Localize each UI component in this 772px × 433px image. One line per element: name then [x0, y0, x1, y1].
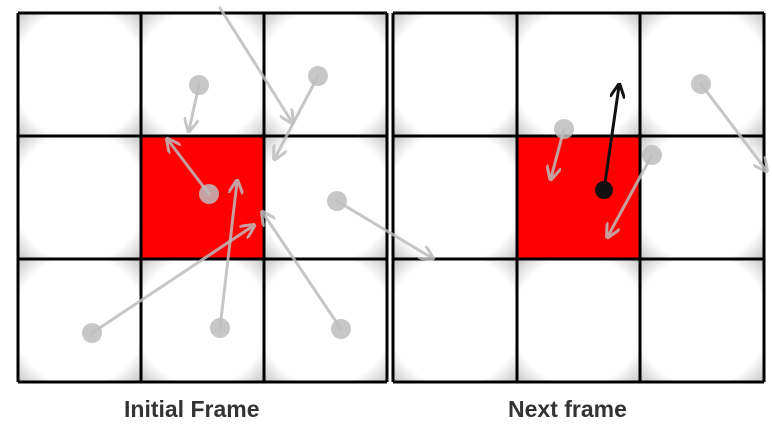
- particle-dot: [308, 66, 328, 86]
- motion-arrow: [90, 226, 253, 335]
- next-frame-particles: [551, 74, 766, 236]
- particle: [691, 74, 766, 170]
- particle-dot: [82, 323, 102, 343]
- motion-arrow: [218, 6, 292, 122]
- initial-frame-caption: Initial Frame: [124, 396, 260, 422]
- grid-cell-top-middle: [517, 13, 640, 136]
- particle-dot: [327, 191, 347, 211]
- grid-cell-middle-left: [18, 136, 141, 259]
- motion-arrow: [275, 74, 320, 158]
- tracked-particle: [595, 86, 619, 199]
- particle: [210, 182, 237, 338]
- grid-cell-bottom-right: [264, 259, 387, 382]
- next-frame-grid: [391, 11, 766, 384]
- highlighted-cell: [517, 136, 640, 259]
- grid-cell-bottom-left: [18, 259, 141, 382]
- particle-dot: [189, 75, 209, 95]
- particle: [263, 213, 351, 339]
- next-frame-caption: Next frame: [508, 396, 627, 422]
- particle-dot: [199, 184, 219, 204]
- grid-cell-top-left: [393, 13, 517, 136]
- grid-cell-bottom-middle: [517, 259, 640, 382]
- motion-arrow: [335, 199, 432, 258]
- grid-cell-bottom-left: [393, 259, 517, 382]
- grid-cell-top-left: [18, 13, 141, 136]
- particle: [275, 66, 328, 158]
- particle-dot: [210, 318, 230, 338]
- initial-frame-particles: [82, 6, 432, 343]
- particle: [608, 145, 662, 236]
- particle: [327, 191, 432, 258]
- motion-arrow: [602, 86, 619, 192]
- particle-dot: [554, 119, 574, 139]
- motion-arrow: [218, 182, 237, 330]
- grid-cell-middle-left: [393, 136, 517, 259]
- motion-arrow: [168, 140, 211, 196]
- grid-cell-bottom-right: [640, 259, 764, 382]
- particle: [551, 119, 574, 178]
- motion-arrow: [608, 153, 654, 236]
- motion-arrow: [699, 82, 766, 170]
- grid-cell-bottom-middle: [141, 259, 264, 382]
- particle-dot: [331, 319, 351, 339]
- particle: [218, 6, 292, 122]
- particle: [168, 140, 219, 204]
- grid-cell-top-middle: [141, 13, 264, 136]
- particle-dot: [691, 74, 711, 94]
- particle: [189, 75, 209, 130]
- particle-dot: [642, 145, 662, 165]
- motion-arrow: [263, 213, 343, 331]
- particle-dot: [595, 181, 613, 199]
- particle: [82, 226, 253, 343]
